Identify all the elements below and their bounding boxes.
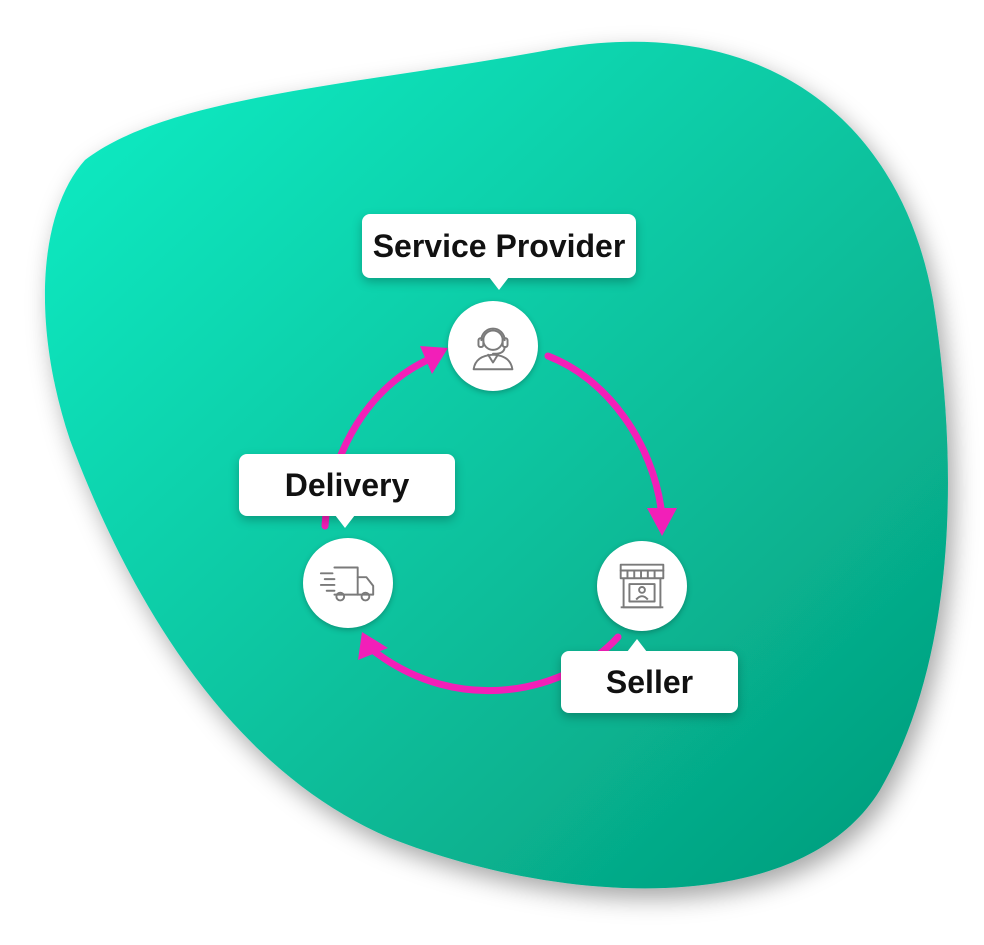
background-blob [44, 41, 948, 889]
delivery-node [303, 538, 393, 628]
storefront-icon [619, 563, 665, 609]
delivery-label: Delivery [239, 454, 455, 528]
service-provider-node [448, 301, 538, 391]
delivery-truck-icon [319, 566, 375, 602]
headset-agent-icon [472, 327, 514, 371]
service-provider-label: Service Provider [362, 214, 636, 290]
seller-label: Seller [561, 639, 738, 713]
seller-node [597, 541, 687, 631]
arrow-service-to-seller [544, 352, 665, 512]
arrowhead-seller [647, 508, 677, 536]
arrowhead-delivery [358, 632, 388, 660]
arrowhead-service [420, 346, 448, 374]
arrow-heads [358, 346, 677, 660]
